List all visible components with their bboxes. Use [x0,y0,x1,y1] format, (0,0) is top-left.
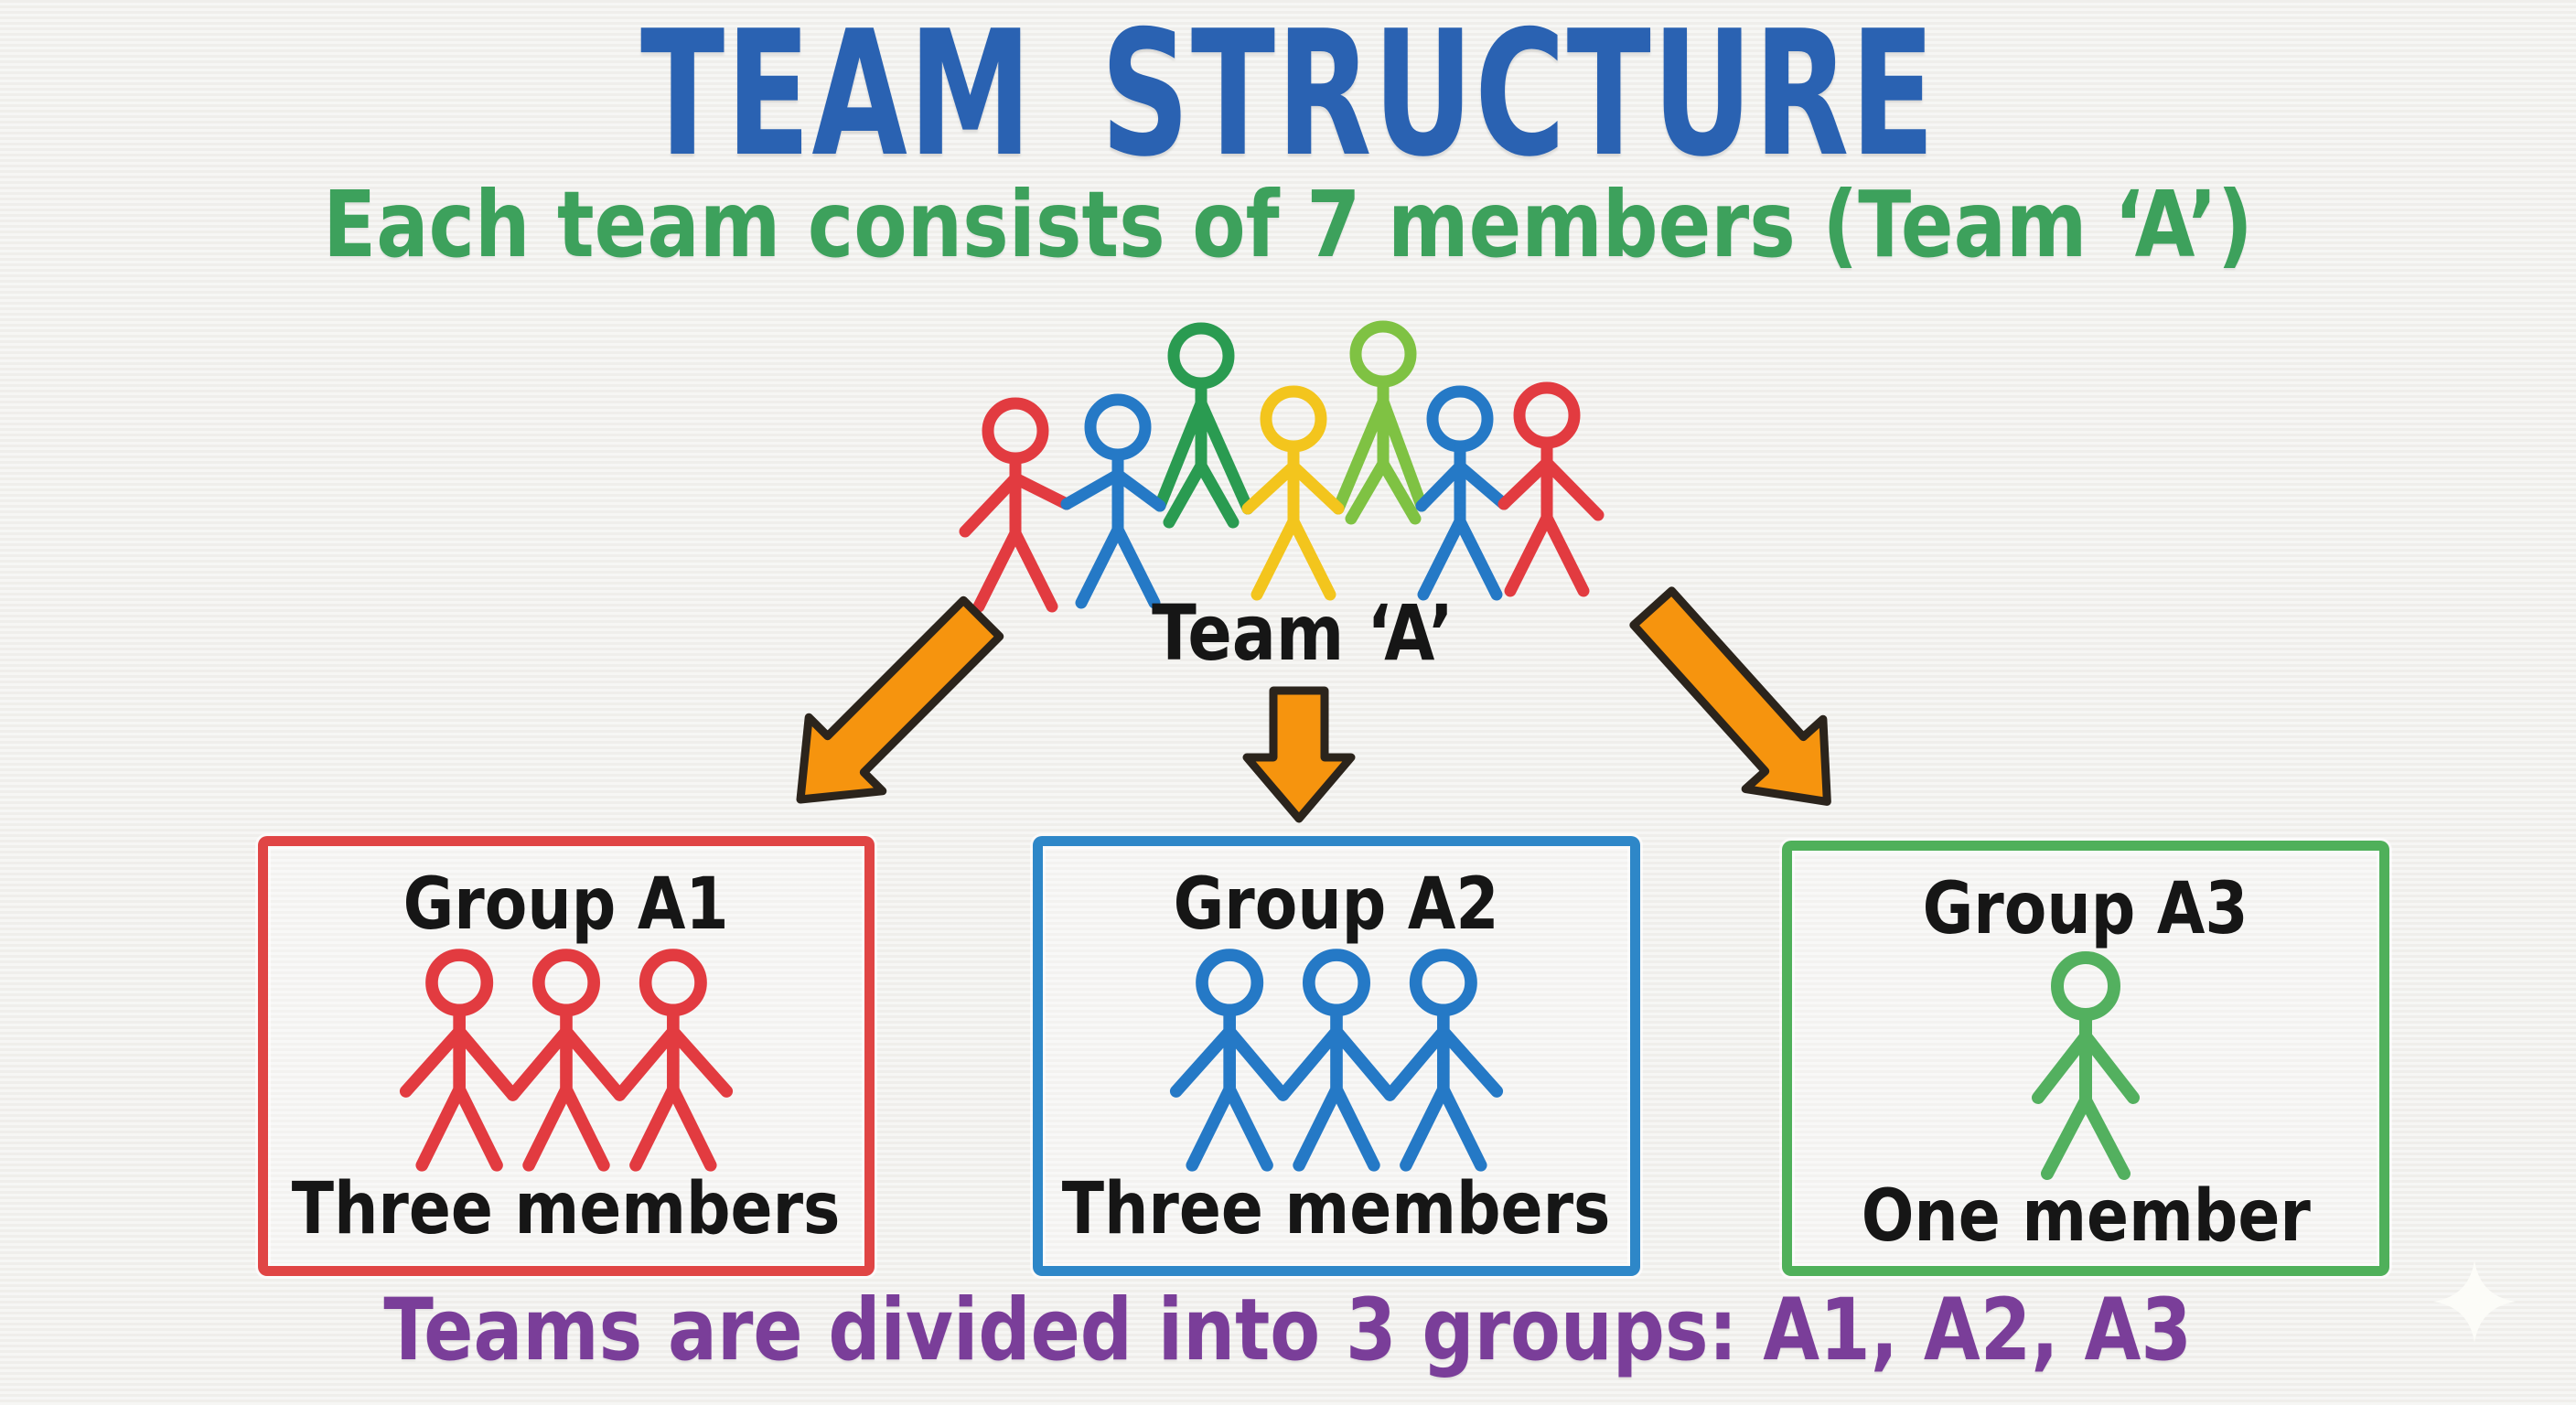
group-a1-title: Group A1 [379,863,753,946]
team-a-label: Team ‘A’ [1028,595,1577,671]
sparkle-icon [2433,1260,2516,1343]
group-a2-count: Three members [1021,1168,1651,1251]
group-a2-figures [1169,948,1504,1172]
arrow-down-icon [1242,686,1356,823]
group-a3-figures [2032,950,2140,1180]
group-a2-title: Group A2 [1149,863,1523,946]
group-a2-box: Group A2 Three members [1033,836,1640,1276]
group-a3-count: One member [1828,1174,2345,1258]
group-a2-count-text: Three members [1062,1168,1611,1251]
group-a3-count-text: One member [1861,1174,2311,1258]
group-a1-count-text: Three members [292,1168,841,1251]
team-a-figures [959,320,1605,613]
group-a3-title-text: Group A3 [1922,868,2249,950]
page-subtitle-text: Each team consists of 7 members (Team ‘A… [323,171,2253,278]
group-a1-box: Group A1 Three members [258,836,875,1276]
footer-note-text: Teams are divided into 3 groups: A1, A2,… [383,1281,2193,1380]
arrow-down-left-icon [796,595,1004,804]
arrow-shape [796,595,1004,804]
group-a1-figures [399,948,734,1172]
group-a3-box: Group A3 One member [1782,841,2389,1276]
sparkle-shape [2433,1260,2516,1343]
group-a3-title: Group A3 [1898,868,2272,950]
arrow-shape [1629,586,1831,806]
group-a2-title-text: Group A2 [1173,863,1500,946]
page-subtitle: Each team consists of 7 members (Team ‘A… [0,179,2576,271]
group-a1-title-text: Group A1 [402,863,730,946]
footer-note: Teams are divided into 3 groups: A1, A2,… [0,1288,2576,1374]
page-title: TEAM STRUCTURE [0,8,2576,181]
team-a-label-text: Team ‘A’ [1152,588,1454,678]
arrow-down-right-icon [1629,586,1831,806]
page-title-text: TEAM STRUCTURE [639,0,1937,196]
group-a1-count: Three members [251,1168,881,1251]
arrow-shape [1242,686,1356,823]
